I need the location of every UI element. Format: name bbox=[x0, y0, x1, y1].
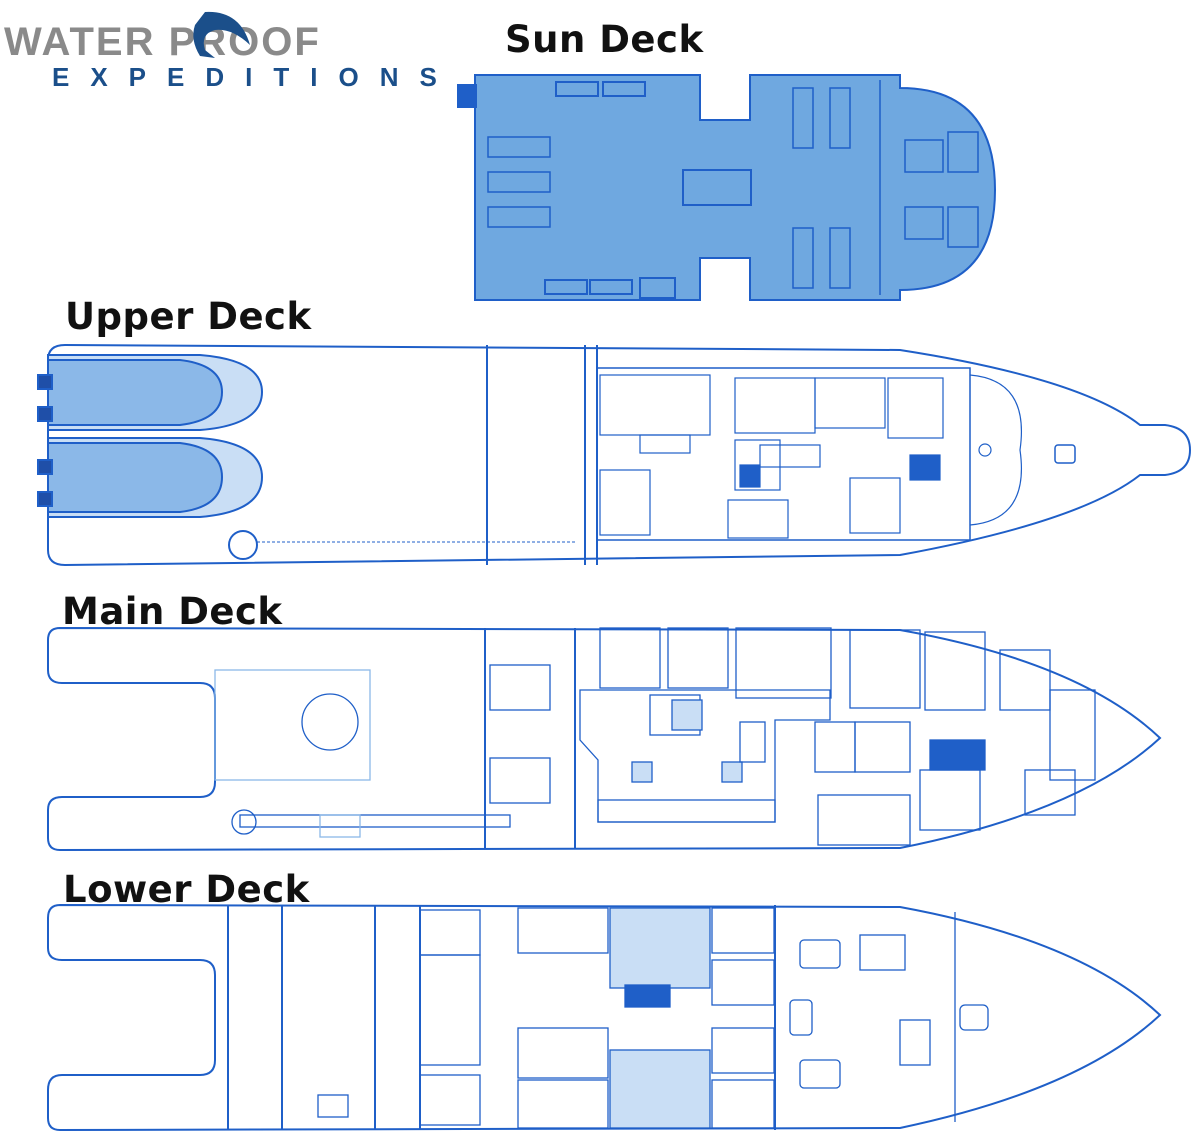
logo-subtitle: EXPEDITIONS bbox=[52, 62, 458, 92]
lower-deck-title: Lower Deck bbox=[63, 868, 310, 911]
sun-deck-plan bbox=[457, 74, 997, 301]
logo-wordmark: WATER PROOF bbox=[4, 20, 321, 64]
dolphin-logo-icon bbox=[193, 11, 250, 58]
main-deck-plan bbox=[47, 626, 1162, 852]
sun-deck-title: Sun Deck bbox=[505, 18, 704, 61]
anchor-icon bbox=[1054, 444, 1076, 464]
main-deck-title: Main Deck bbox=[62, 590, 283, 633]
upper-deck-plan bbox=[37, 343, 1192, 567]
upper-deck-title: Upper Deck bbox=[65, 295, 312, 338]
lower-deck-plan bbox=[47, 903, 1162, 1132]
